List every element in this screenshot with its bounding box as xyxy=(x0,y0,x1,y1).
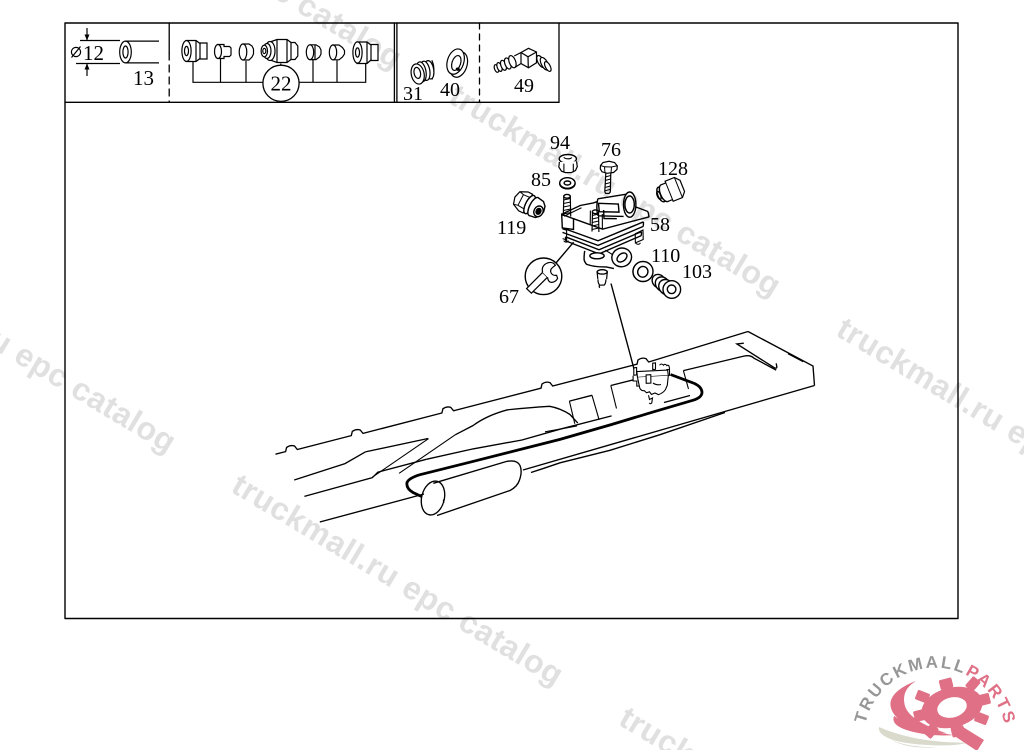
svg-text:12: 12 xyxy=(83,41,104,65)
svg-text:67: 67 xyxy=(499,286,519,308)
svg-text:40: 40 xyxy=(440,79,460,101)
svg-text:58: 58 xyxy=(650,214,670,236)
svg-text:13: 13 xyxy=(133,66,154,90)
svg-text:85: 85 xyxy=(531,169,551,191)
svg-text:128: 128 xyxy=(658,158,688,180)
svg-text:119: 119 xyxy=(497,217,526,239)
svg-text:22: 22 xyxy=(271,72,292,96)
svg-text:76: 76 xyxy=(601,139,621,161)
svg-text:94: 94 xyxy=(550,132,570,154)
svg-text:31: 31 xyxy=(403,83,423,105)
svg-text:110: 110 xyxy=(651,245,680,267)
svg-text:103: 103 xyxy=(682,261,712,283)
svg-text:49: 49 xyxy=(514,75,534,97)
